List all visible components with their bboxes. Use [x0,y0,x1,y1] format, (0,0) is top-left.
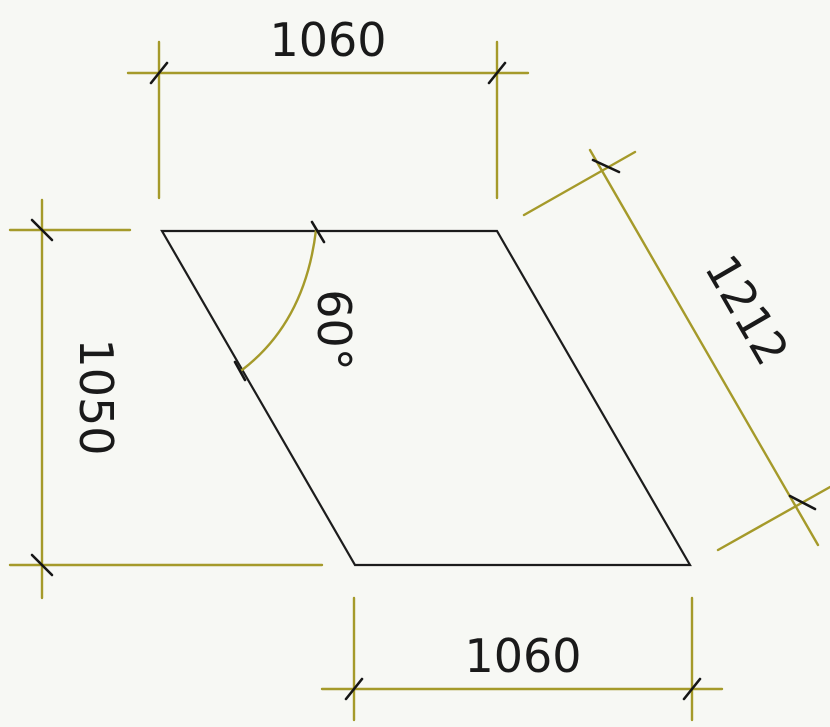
bottom-dim-tick-left [344,677,364,701]
slant-dim-line [588,148,820,547]
angle-annotation: 60° [233,220,361,382]
slant-dim-extension-top [522,150,637,217]
left-dim-tick-top [30,218,54,242]
bottom-width-label: 1060 [464,629,581,683]
top-dim-tick-right [487,61,507,85]
top-dim-tick-left [149,61,169,85]
height-label: 1050 [69,338,123,455]
slant-dim-extension-bottom [716,485,830,552]
top-width-dimension: 1060 [126,13,530,200]
angle-arc-tick-top [310,220,326,244]
bottom-dim-tick-right [682,677,702,701]
slant-dim-tick-top [591,158,621,174]
angle-label: 60° [307,289,361,371]
slant-dim-tick-bottom [788,494,817,511]
angle-arc-tick-bottom [233,360,247,382]
bottom-width-dimension: 1060 [320,596,724,722]
parallelogram-outline [160,229,692,567]
height-dimension: 1050 [8,198,324,600]
top-width-label: 1060 [269,13,386,67]
left-dim-tick-bottom [30,553,54,577]
angle-arc [240,228,318,372]
